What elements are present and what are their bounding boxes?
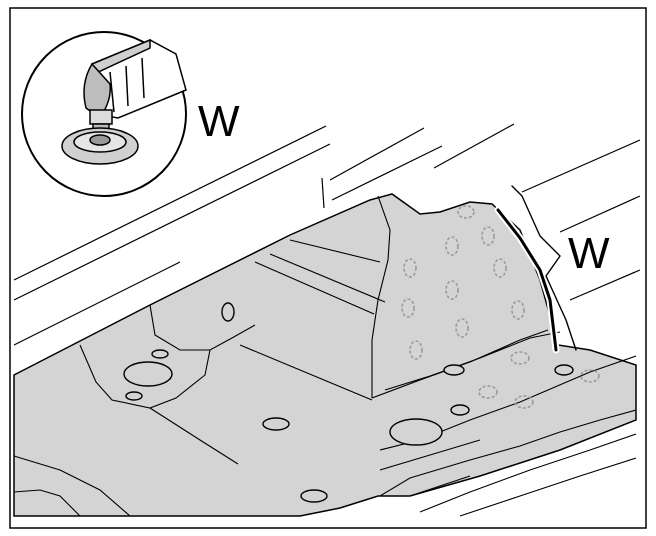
hole-small <box>151 349 169 359</box>
weld-label-seam: W <box>568 229 610 278</box>
hole-small <box>554 364 574 376</box>
background-rails <box>13 123 641 376</box>
sill-lines <box>419 433 637 517</box>
hole-small <box>300 489 328 503</box>
weld-label-inset: W <box>198 97 240 146</box>
seam-weld-bracket <box>494 185 577 354</box>
hole-small <box>262 417 290 431</box>
hole-small <box>221 302 235 322</box>
hole-small <box>443 364 465 376</box>
hole-small <box>125 391 143 401</box>
hole-large-center <box>389 418 443 446</box>
hole-small <box>450 404 470 416</box>
hole-large-left <box>123 361 173 387</box>
spot-weld-tool-icon <box>61 38 187 165</box>
panel-contours <box>13 195 637 517</box>
panel-holes <box>123 302 574 503</box>
weld-tool-inset <box>21 31 187 197</box>
weld-spots <box>401 205 600 409</box>
